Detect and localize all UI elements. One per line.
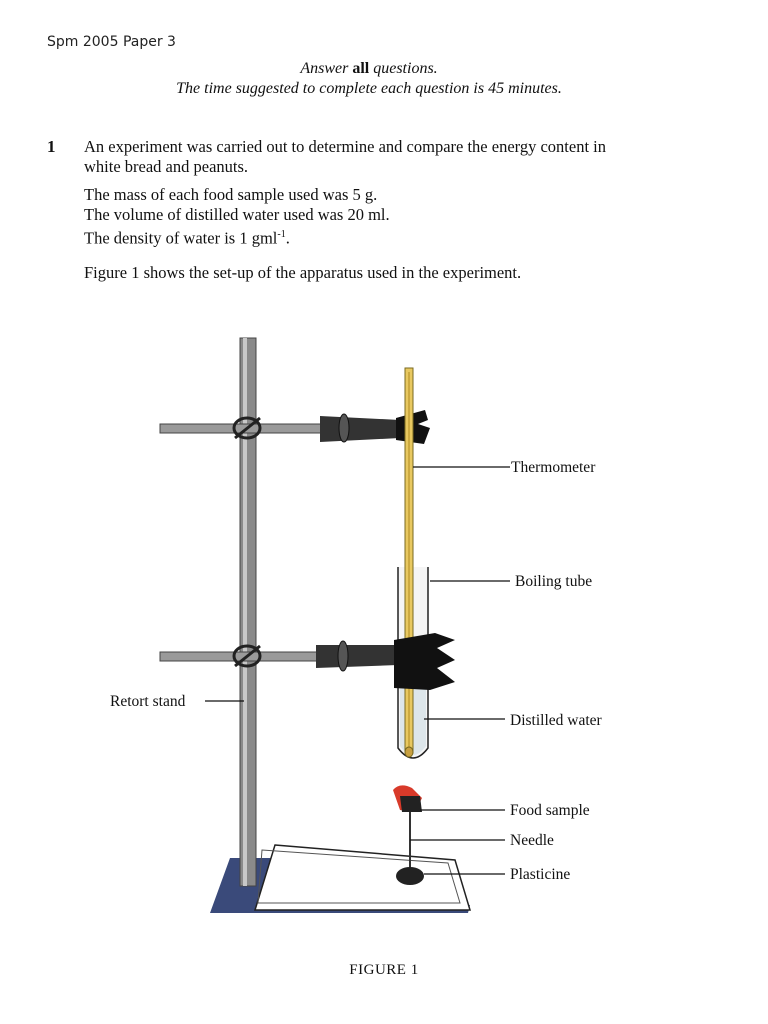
density-statement: The density of water is 1 gml-1.: [84, 225, 290, 249]
rod-highlight: [243, 338, 247, 886]
instruction-text: questions.: [369, 60, 438, 77]
needle-label: Needle: [510, 832, 554, 849]
figure-caption: FIGURE 1: [349, 962, 419, 978]
instruction-line-1: Answer all questions.: [0, 60, 753, 78]
volume-statement: The volume of distilled water used was 2…: [84, 205, 390, 224]
upper-boss-head: [232, 416, 262, 440]
white-tile-inner: [257, 849, 461, 904]
question-number: 1: [47, 137, 56, 156]
plasticine: [396, 867, 424, 885]
page-header: Spm 2005 Paper 3: [47, 34, 176, 50]
plasticine-label: Plasticine: [510, 866, 570, 883]
density-text: The density of water is 1 gml: [84, 228, 278, 248]
lower-clamp-screw: [337, 640, 349, 672]
instruction-text: Answer: [300, 60, 353, 77]
lower-clamp-jaw: [394, 633, 455, 690]
density-end: .: [285, 228, 290, 248]
figure-reference: Figure 1 shows the set-up of the apparat…: [84, 263, 522, 282]
upper-clamp-screw: [338, 413, 350, 443]
instruction-emphasis: all: [352, 60, 370, 77]
question-intro-2: white bread and peanuts.: [84, 157, 249, 176]
white-tile: [253, 844, 472, 911]
mass-statement: The mass of each food sample used was 5 …: [84, 185, 378, 204]
thermometer-bulb: [404, 746, 414, 758]
lower-clamp-grip: [316, 645, 398, 668]
lower-boss-screw: [234, 644, 261, 668]
retort-stand-label: Retort stand: [110, 693, 186, 710]
lower-boss-head: [232, 644, 262, 668]
food-sample-shadow: [400, 796, 422, 812]
density-superscript: -1: [277, 229, 286, 240]
question-intro-1: An experiment was carried out to determi…: [84, 137, 606, 156]
thermometer-label: Thermometer: [511, 459, 596, 476]
distilled-water-label: Distilled water: [510, 712, 603, 729]
food-sample-label: Food sample: [510, 802, 590, 819]
upper-boss-screw: [234, 416, 261, 440]
boiling-tube-label: Boiling tube: [515, 573, 592, 590]
upper-clamp-grip: [320, 416, 400, 442]
instruction-line-2: The time suggested to complete each ques…: [176, 80, 562, 97]
